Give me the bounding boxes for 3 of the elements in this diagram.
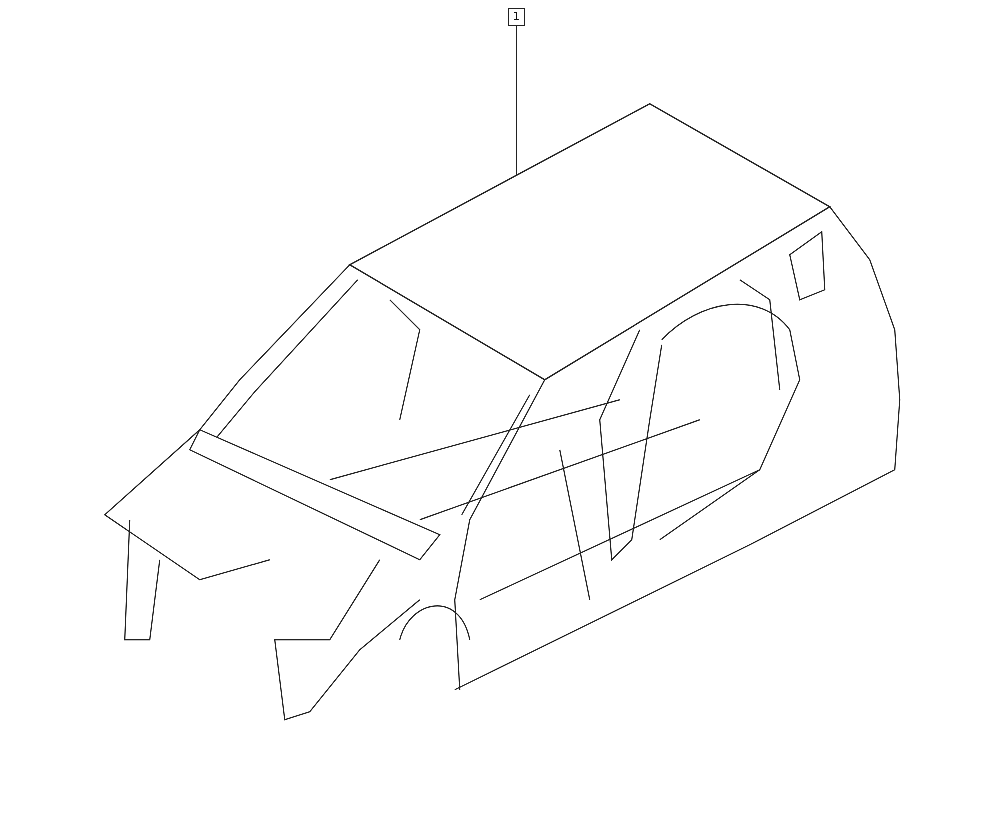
callout-number: 1 <box>508 8 525 26</box>
leader-line <box>516 26 517 176</box>
roof-panel <box>348 103 832 381</box>
